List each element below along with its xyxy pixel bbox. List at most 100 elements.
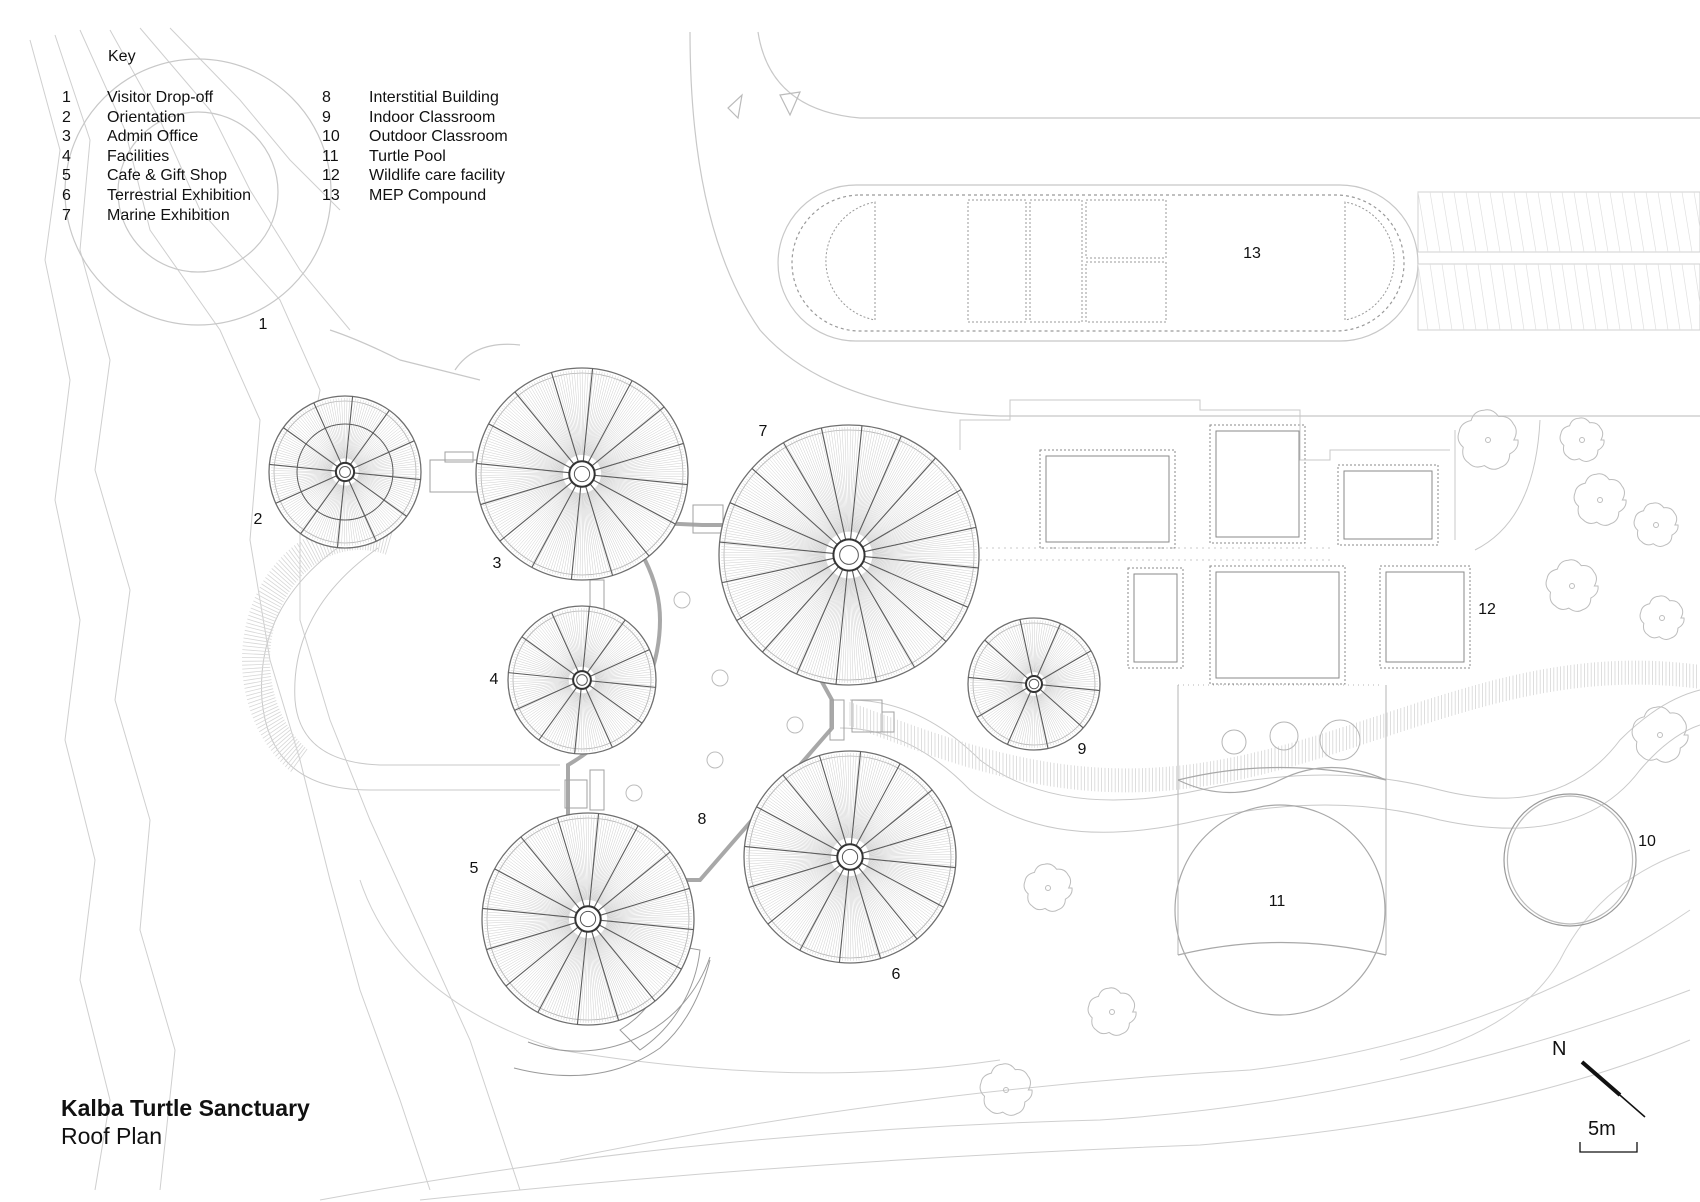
key-item: 8 Interstitial Building (322, 88, 508, 108)
drop-off-circle (64, 58, 332, 326)
north-arrow (1580, 1060, 1646, 1118)
access-road (329, 31, 1700, 417)
key-item-label: Cafe & Gift Shop (107, 167, 228, 185)
tree-trunk (1109, 1009, 1115, 1015)
mep-compound (777, 184, 1700, 342)
roof-admin-office (475, 367, 689, 581)
key-item-label: MEP Compound (369, 186, 487, 204)
key-item-label: Wildlife care facility (369, 167, 506, 185)
key-item-number: 11 (322, 147, 339, 165)
key-item-number: 2 (62, 108, 71, 126)
key-item: 5 Cafe & Gift Shop (62, 166, 251, 186)
tree-trunk (1597, 497, 1603, 503)
key-item: 13 MEP Compound (322, 186, 508, 206)
drawing-title: Kalba Turtle Sanctuary (61, 1095, 310, 1121)
plan-label-7: 7 (758, 423, 768, 440)
tree (1023, 863, 1073, 912)
trees (979, 409, 1689, 1116)
roof-orientation (268, 395, 422, 549)
key-item: 7 Marine Exhibition (62, 206, 251, 226)
key-item-number: 5 (62, 167, 71, 185)
key-item-label: Outdoor Classroom (369, 128, 508, 146)
key-item-label: Admin Office (107, 128, 199, 146)
key-item-number: 9 (322, 108, 331, 126)
scale-label: 5m (1588, 1118, 1616, 1140)
tree (1457, 409, 1519, 470)
tree (1573, 473, 1627, 526)
key-item-number: 12 (322, 167, 340, 185)
contour-lines (29, 27, 1691, 1201)
tree (979, 1063, 1033, 1116)
key-item-label: Marine Exhibition (107, 206, 230, 224)
wildlife-care-buildings (959, 399, 1541, 685)
road-arrows (727, 91, 801, 120)
plan-label-11: 11 (1268, 893, 1286, 910)
tree (1633, 502, 1679, 547)
key-item: 2 Orientation (62, 108, 251, 128)
key-item-label: Orientation (107, 108, 186, 126)
roof-cafe (481, 812, 695, 1026)
key-item-number: 6 (62, 186, 71, 204)
building-links (429, 451, 895, 811)
tree (1631, 706, 1689, 763)
key-item: 4 Facilities (62, 147, 251, 167)
plan-label-2: 2 (253, 511, 263, 528)
plan-label-1: 1 (258, 316, 268, 333)
key-item-number: 3 (62, 128, 71, 146)
plan-label-9: 9 (1077, 741, 1087, 758)
tree-trunk (1003, 1087, 1009, 1093)
key-item-label: Interstitial Building (369, 89, 499, 106)
roof-terrestrial-exhibition (743, 750, 957, 964)
key-item-label: Indoor Classroom (369, 108, 496, 126)
tree-trunk (1653, 522, 1659, 528)
key-item: 3 Admin Office (62, 127, 251, 147)
tree-trunk (1045, 885, 1051, 891)
plan-label-13: 13 (1243, 245, 1261, 262)
tree-trunk (1657, 732, 1663, 738)
tree-trunk (1485, 437, 1491, 443)
key-item-number: 13 (322, 186, 340, 204)
radial-roofs (268, 367, 1101, 1026)
plan-label-5: 5 (469, 860, 479, 877)
title-block: Kalba Turtle Sanctuary Roof Plan (61, 1094, 310, 1150)
key-list-left: 1 Visitor Drop-off 2 Orientation 3 Admin Of… (62, 88, 251, 225)
tree-trunk (1659, 615, 1665, 621)
tree-trunk (1579, 437, 1585, 443)
north-letter: N (1552, 1038, 1567, 1060)
plan-label-3: 3 (492, 555, 502, 572)
tree (1559, 417, 1605, 462)
key-item-number: 4 (62, 147, 71, 165)
plan-label-10: 10 (1638, 833, 1656, 850)
plan-label-8: 8 (697, 811, 707, 828)
tree (1545, 559, 1599, 612)
key-item: 9 Indoor Classroom (322, 108, 508, 128)
plan-label-4: 4 (489, 671, 499, 688)
outdoor-classroom (1503, 793, 1637, 927)
key-item-number: 1 (62, 89, 71, 106)
roof-indoor-classroom (967, 617, 1101, 751)
key-item: 6 Terrestrial Exhibition (62, 186, 251, 206)
key-item-label: Visitor Drop-off (107, 89, 214, 106)
key-list-right: 8 Interstitial Building 9 Indoor Classroom… (322, 88, 508, 206)
scale-bar (1579, 1142, 1638, 1153)
roof-marine-exhibition (718, 424, 980, 686)
key-item-label: Turtle Pool (369, 147, 446, 165)
outdoor-features (1177, 684, 1387, 955)
plan-label-12: 12 (1478, 601, 1496, 618)
tree (1639, 595, 1685, 640)
key-item: 10 Outdoor Classroom (322, 127, 508, 147)
key-heading: Key (108, 48, 136, 65)
key-item-number: 7 (62, 206, 71, 224)
key-item: 11 Turtle Pool (322, 147, 508, 167)
key-item-label: Facilities (107, 147, 170, 165)
key-item-number: 10 (322, 128, 340, 146)
tree-trunk (1569, 583, 1575, 589)
key-item-label: Terrestrial Exhibition (107, 186, 252, 204)
turtle-pool (1174, 766, 1387, 1016)
roof-facilities (507, 605, 657, 755)
plan-label-6: 6 (891, 966, 901, 983)
key-item: 12 Wildlife care facility (322, 166, 508, 186)
key-item-number: 8 (322, 89, 331, 106)
